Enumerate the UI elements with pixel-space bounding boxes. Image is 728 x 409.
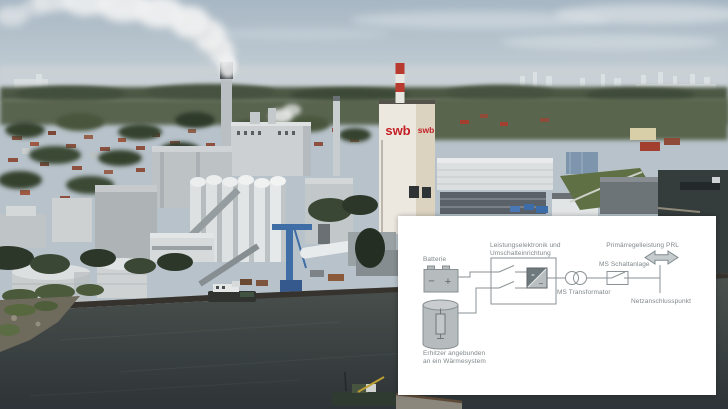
silos [157, 175, 286, 287]
schematic-panel: − + = ~ [398, 216, 716, 395]
battery-label: Batterie [423, 256, 447, 263]
switch-icon [491, 265, 527, 273]
power-electronics-label-line2: Umschalteinrichtung [490, 250, 551, 257]
double-arrow-icon [644, 250, 679, 265]
switchgear-label: MS Schaltanlage [599, 261, 650, 268]
heater-icon [422, 299, 459, 350]
swb-logo: swb [385, 123, 410, 138]
inverter-ac-symbol: ~ [539, 280, 544, 289]
switch-icon [607, 271, 628, 279]
swb-logo-side: swb [418, 125, 435, 135]
power-plant-buildings: swb swb [0, 62, 435, 316]
harbor-crane [272, 223, 312, 292]
inverter-dc-symbol: = [531, 273, 535, 279]
boiler-house [231, 126, 311, 176]
battery-icon [423, 265, 459, 293]
switch-icon [491, 281, 527, 289]
primary-control-label: Primärregelleistung PRL [606, 242, 679, 249]
power-electronics-label-line1: Leistungselektronik und [490, 242, 561, 249]
swb-tower: swb swb [379, 63, 435, 234]
schematic-diagram: − + = ~ [422, 250, 679, 350]
heater-label-line2: an ein Wärmesystem [423, 358, 486, 365]
transformer-label: MS Transformator [557, 289, 611, 296]
transformer-icon [565, 271, 587, 285]
main-chimney [221, 78, 232, 156]
tree [355, 228, 385, 268]
power-electronics-box [490, 257, 557, 305]
wires [456, 271, 660, 314]
conveyor [198, 243, 260, 287]
workboat [332, 371, 396, 406]
grid-connection-label: Netzanschlusspunkt [631, 298, 691, 305]
inverter-icon: = ~ [526, 267, 548, 289]
front-trees [0, 195, 378, 274]
wire [456, 287, 491, 314]
smoke-plume [0, 0, 237, 78]
wire [458, 271, 491, 278]
heater-label-line1: Erhitzer angebunden [423, 350, 486, 357]
battery-plus-symbol: + [445, 276, 451, 288]
striped-chimney [395, 63, 405, 103]
switchgear-icon [606, 271, 629, 285]
barge [208, 281, 256, 302]
dock-corner [395, 392, 463, 409]
battery-minus-symbol: − [428, 276, 434, 288]
